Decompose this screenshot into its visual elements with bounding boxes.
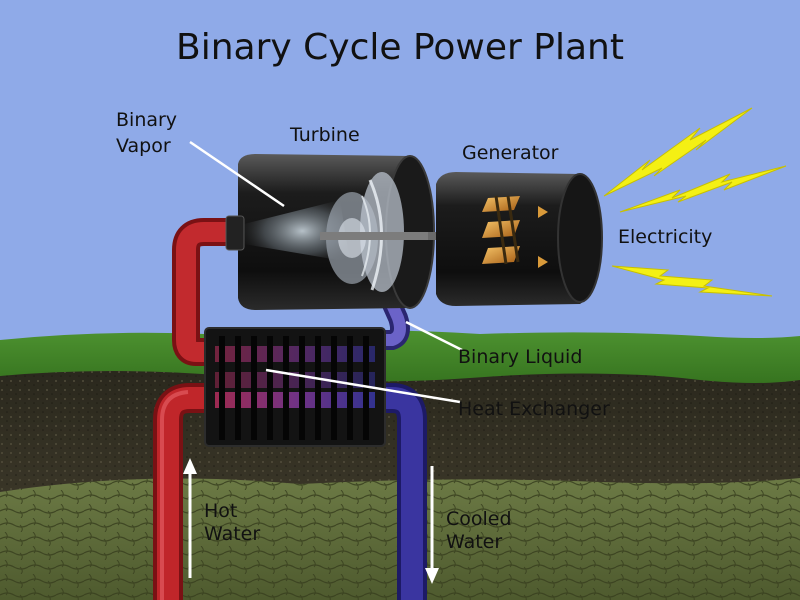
label-binary-vapor-line1: Binary xyxy=(116,109,178,131)
label-binary-vapor-line2: Vapor xyxy=(116,134,171,157)
turbine-housing xyxy=(225,154,435,310)
binary-liquid-pipe xyxy=(380,295,410,350)
binary-vapor-pipe xyxy=(172,218,232,366)
generator-coil-icon xyxy=(482,195,548,268)
cooled-water-pipe xyxy=(375,383,427,600)
generator xyxy=(436,172,603,306)
label-cooled-water: Cooled Water xyxy=(446,508,512,554)
label-heat-exchanger: Heat Exchanger xyxy=(458,398,610,420)
hot-water-flow-arrow xyxy=(183,458,197,578)
label-hot-water-line2: Water xyxy=(204,522,261,545)
label-hot-water-line1: Hot xyxy=(204,500,238,522)
heat-exchanger-pointer xyxy=(265,368,461,404)
label-hot-water: Hot Water xyxy=(204,500,260,546)
heat-exchanger xyxy=(204,327,386,447)
hot-water-pipe xyxy=(153,383,215,600)
label-turbine: Turbine xyxy=(290,124,360,146)
label-generator: Generator xyxy=(462,142,559,164)
label-electricity: Electricity xyxy=(618,226,713,248)
label-binary-liquid: Binary Liquid xyxy=(458,346,583,368)
cooled-water-flow-arrow xyxy=(425,466,439,584)
label-binary-vapor: Binary Vapor xyxy=(116,108,177,159)
turbine-blades-icon xyxy=(320,172,430,292)
electricity-bolts-icon xyxy=(603,107,787,297)
diagram-title: Binary Cycle Power Plant xyxy=(176,27,624,68)
binary-liquid-pointer xyxy=(405,320,463,352)
binary-vapor-pointer xyxy=(189,140,285,208)
label-cooled-water-line1: Cooled xyxy=(446,508,512,530)
label-cooled-water-line2: Water xyxy=(446,530,503,553)
